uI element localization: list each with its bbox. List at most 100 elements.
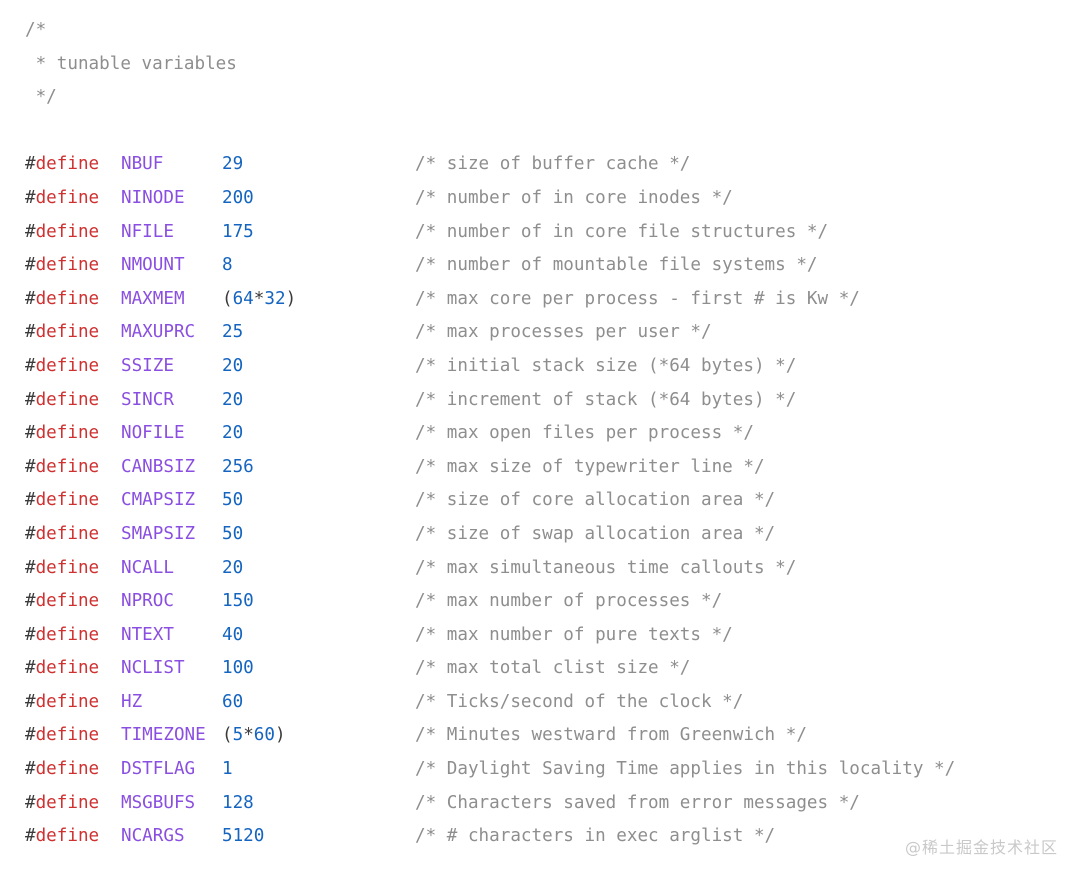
macro-name: SMAPSIZ	[121, 523, 196, 544]
macro-value: 256	[222, 451, 254, 485]
trailing-comment: /* Minutes westward from Greenwich */	[415, 725, 807, 746]
define-keyword: define	[35, 557, 100, 578]
macro-name: NFILE	[121, 221, 174, 242]
macro-value: 5120	[222, 820, 264, 854]
define-directive: #define	[25, 350, 99, 384]
define-keyword: define	[35, 456, 100, 477]
value-number-token: 50	[222, 523, 244, 544]
trailing-comment: /* initial stack size (*64 bytes) */	[415, 355, 797, 376]
value-number-token: 25	[222, 322, 244, 343]
trailing-comment: /* max number of processes */	[415, 591, 723, 612]
comment-line: */	[0, 81, 1080, 115]
hash-token: #	[25, 490, 36, 511]
define-keyword: define	[35, 523, 100, 544]
define-directive: #define	[25, 283, 99, 317]
hash-token: #	[25, 826, 36, 847]
macro-name: CANBSIZ	[121, 456, 196, 477]
trailing-comment: /* size of core allocation area */	[415, 490, 776, 511]
macro-name: NCLIST	[121, 658, 185, 679]
macro-value: 40	[222, 619, 243, 653]
value-number-token: 40	[222, 624, 244, 645]
define-keyword: define	[35, 423, 100, 444]
macro-value: 25	[222, 316, 243, 350]
macro-value: 50	[222, 518, 243, 552]
value-number-token: 256	[222, 456, 254, 477]
trailing-comment: /* size of buffer cache */	[415, 154, 691, 175]
trailing-comment: /* Ticks/second of the clock */	[415, 691, 744, 712]
trailing-comment: /* Characters saved from error messages …	[415, 792, 860, 813]
hash-token: #	[25, 187, 36, 208]
hash-token: #	[25, 456, 36, 477]
macro-value: 50	[222, 484, 243, 518]
hash-token: #	[25, 255, 36, 276]
define-directive: #define	[25, 619, 99, 653]
trailing-comment: /* max core per process - first # is Kw …	[415, 288, 860, 309]
hash-token: #	[25, 591, 36, 612]
macro-name: NMOUNT	[121, 255, 185, 276]
value-number-token: 100	[222, 658, 254, 679]
comment-line: /*	[0, 14, 1080, 48]
define-keyword: define	[35, 490, 100, 511]
define-keyword: define	[35, 288, 100, 309]
value-number-token: 175	[222, 221, 254, 242]
macro-name: MSGBUFS	[121, 792, 196, 813]
define-keyword: define	[35, 221, 100, 242]
define-directive: #define	[25, 316, 99, 350]
value-punct-token: (	[222, 725, 233, 746]
define-keyword: define	[35, 154, 100, 175]
macro-value: 100	[222, 652, 254, 686]
value-number-token: 64	[232, 288, 254, 309]
macro-value: 20	[222, 350, 243, 384]
macro-name: CMAPSIZ	[121, 490, 196, 511]
value-punct-token: *	[243, 725, 254, 746]
macro-value: 1	[222, 753, 233, 787]
macro-name: NPROC	[121, 591, 174, 612]
comment-close-text: */	[25, 87, 57, 108]
define-directive: #define	[25, 182, 99, 216]
trailing-comment: /* max size of typewriter line */	[415, 456, 765, 477]
trailing-comment: /* max number of pure texts */	[415, 624, 733, 645]
define-directive: #define	[25, 384, 99, 418]
trailing-comment: /* increment of stack (*64 bytes) */	[415, 389, 797, 410]
value-punct-token: )	[285, 288, 297, 309]
comment-open-text: /*	[25, 20, 47, 40]
trailing-comment: /* size of swap allocation area */	[415, 523, 776, 544]
trailing-comment: /* number of mountable file systems */	[415, 255, 818, 276]
macro-value: 200	[222, 182, 254, 216]
define-keyword: define	[35, 624, 100, 645]
value-number-token: 1	[222, 759, 233, 780]
define-keyword: define	[35, 355, 100, 376]
hash-token: #	[25, 288, 36, 309]
define-keyword: define	[35, 725, 100, 746]
hash-token: #	[25, 691, 36, 712]
value-number-token: 20	[222, 557, 244, 578]
trailing-comment: /* max open files per process */	[415, 423, 754, 444]
macro-name: NBUF	[121, 154, 164, 175]
value-number-token: 29	[222, 154, 244, 175]
value-number-token: 5120	[222, 826, 265, 847]
trailing-comment: /* Daylight Saving Time applies in this …	[415, 759, 956, 780]
trailing-comment: /* max processes per user */	[415, 322, 712, 343]
hash-token: #	[25, 792, 36, 813]
hash-token: #	[25, 355, 36, 376]
macro-name: TIMEZONE	[121, 725, 206, 746]
macro-value: 8	[222, 249, 233, 283]
macro-name: SINCR	[121, 389, 174, 410]
watermark-label: @稀土掘金技术社区	[904, 838, 1058, 857]
hash-token: #	[25, 423, 36, 444]
trailing-comment: /* max total clist size */	[415, 658, 691, 679]
macro-value: 128	[222, 787, 254, 821]
macro-value: 20	[222, 417, 243, 451]
value-punct-token: (	[222, 288, 233, 309]
header-block-comment: /* * tunable variables */	[0, 0, 1080, 115]
value-number-token: 60	[253, 725, 275, 746]
